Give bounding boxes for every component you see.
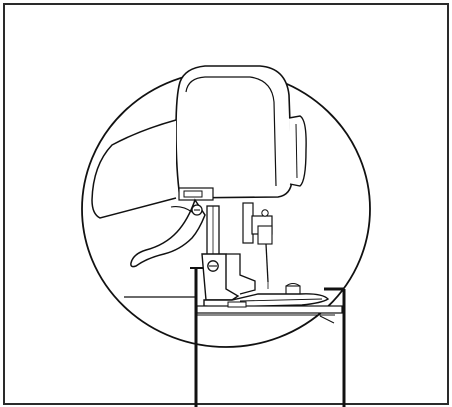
- outer-frame: [3, 3, 449, 405]
- presser-foot-line: [239, 298, 323, 302]
- needle: [265, 243, 269, 283]
- machine-head-inner-panel: [185, 76, 277, 187]
- needle-clamp-screw: [261, 209, 269, 217]
- base-line-2: [319, 315, 335, 324]
- side-knob-groove: [295, 123, 298, 179]
- presser-foot-lever: [130, 198, 206, 268]
- side-knob: [288, 115, 307, 187]
- foot-bracket: [226, 253, 256, 295]
- needle-plate: [196, 305, 343, 314]
- head-bottom-plate-inner: [183, 190, 203, 198]
- rear-cover: [91, 119, 177, 219]
- thread-guide: [257, 225, 273, 245]
- guide-post-top: [285, 283, 301, 287]
- lever-edge-line: [170, 206, 193, 213]
- feed-dog: [227, 301, 247, 308]
